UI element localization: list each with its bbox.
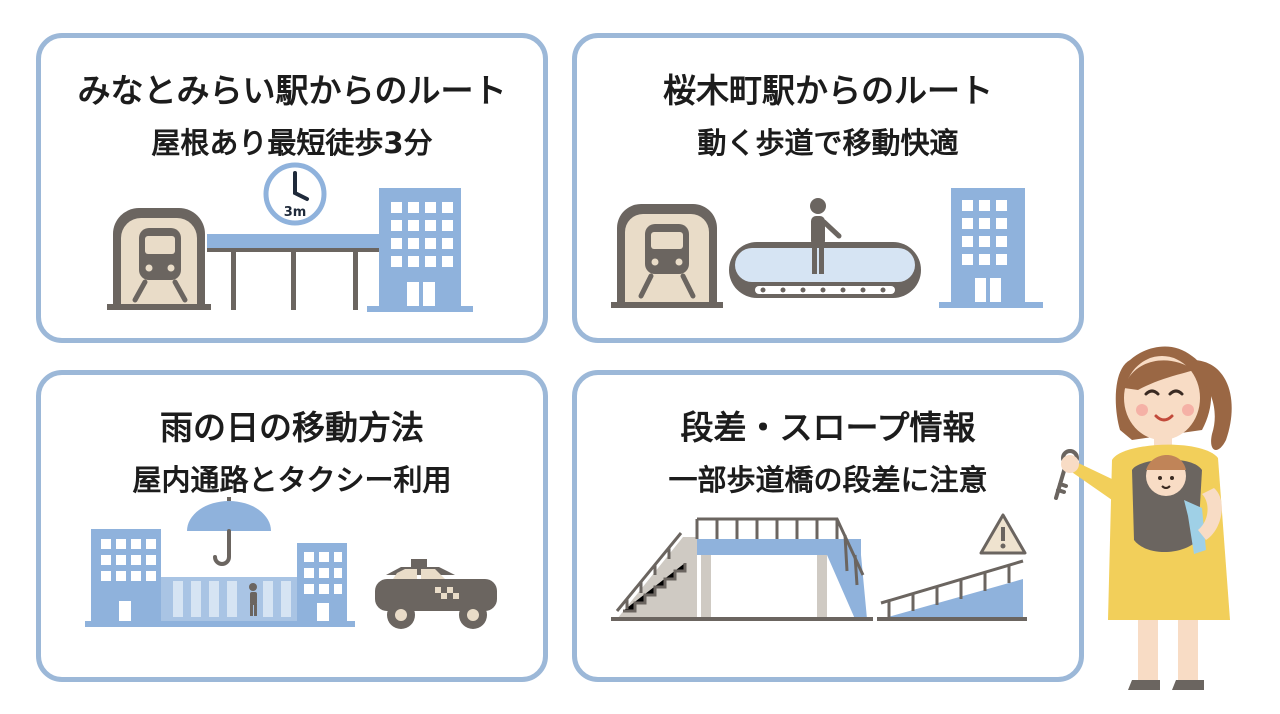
clock-label: 3m — [284, 205, 307, 220]
card-subtitle: 屋根あり最短徒歩3分 — [151, 126, 433, 160]
mother-with-baby-illustration — [1054, 346, 1232, 690]
route-card-sakuragicho: 桜木町駅からのルート 動く歩道で移動快適 — [572, 33, 1084, 343]
card-subtitle: 一部歩道橋の段差に注意 — [668, 463, 988, 497]
moving-walkway-icon — [729, 242, 921, 298]
office-building-icon — [367, 188, 473, 312]
office-building-icon — [297, 543, 347, 625]
umbrella-icon — [187, 497, 271, 566]
covered-route-illustration: 3m — [107, 162, 473, 312]
covered-walkway-icon — [207, 234, 383, 310]
train-station-icon — [107, 208, 211, 310]
route-card-minatomirai: みなとみらい駅からのルート 屋根あり最短徒歩3分 3m — [36, 33, 548, 343]
card-title: みなとみらい駅からのルート — [77, 71, 507, 110]
taxi-icon — [375, 559, 497, 629]
card-title: 桜木町駅からのルート — [663, 71, 993, 110]
rainy-day-card: 雨の日の移動方法 屋内通路とタクシー利用 — [36, 370, 548, 682]
card-title: 雨の日の移動方法 — [160, 408, 424, 447]
steps-and-slope-card: 段差・スロープ情報 一部歩道橋の段差に注意 — [572, 370, 1084, 682]
card-subtitle: 動く歩道で移動快適 — [697, 126, 959, 160]
train-station-icon — [611, 204, 723, 308]
moving-walkway-route-illustration — [611, 188, 1043, 308]
indoor-passage-icon — [85, 577, 355, 627]
ramp-icon — [877, 559, 1027, 621]
card-subtitle: 屋内通路とタクシー利用 — [132, 463, 452, 497]
card-title: 段差・スロープ情報 — [680, 408, 976, 447]
warning-icon — [979, 513, 1027, 555]
walking-person-icon — [810, 198, 842, 274]
pedestrian-bridge-icon — [611, 517, 873, 621]
office-building-icon — [91, 529, 161, 625]
steps-slope-illustration — [611, 513, 1027, 621]
office-building-icon — [939, 188, 1043, 308]
clock-icon: 3m — [263, 162, 327, 226]
rainy-day-illustration — [85, 497, 497, 629]
